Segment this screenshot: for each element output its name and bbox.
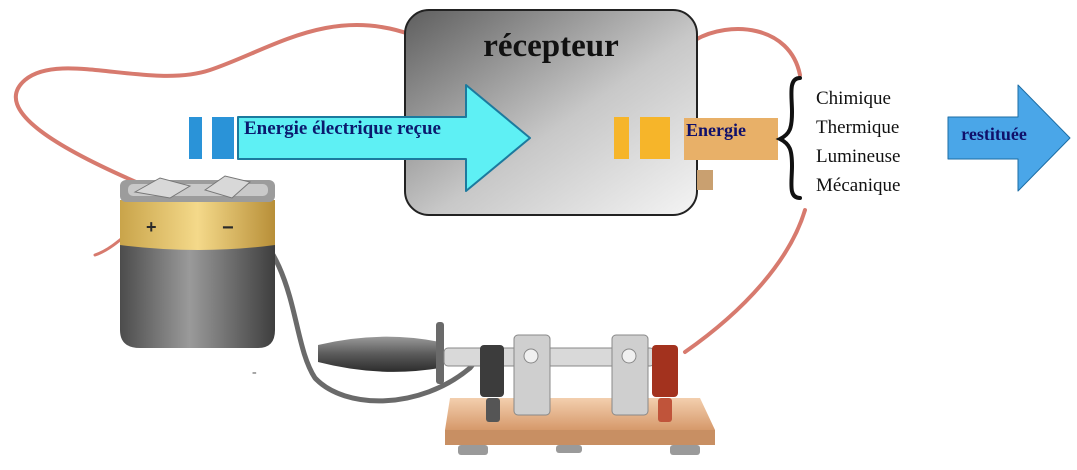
energy-form-thermal: Thermique (816, 117, 900, 138)
wire-red-right (683, 208, 807, 354)
output-bar-1 (614, 117, 629, 159)
energy-block (684, 118, 778, 160)
input-energy-arrow (237, 84, 531, 192)
output-energy-arrow (947, 84, 1071, 192)
battery-plus-label: + (146, 217, 157, 237)
output-bar-2 (640, 117, 670, 159)
input-energy-label: Energie électrique reçue (244, 118, 441, 139)
input-bar-2 (212, 117, 234, 159)
forms-brace (775, 76, 802, 200)
energy-form-mechanical: Mécanique (816, 175, 901, 196)
input-bar-1 (189, 117, 202, 159)
receiver-title: récepteur (483, 28, 619, 64)
wire-red-top (13, 23, 414, 190)
battery: + − (120, 175, 275, 348)
stray-mark: - (252, 365, 257, 380)
energy-form-chemical: Chimique (816, 88, 891, 109)
energy-form-light: Lumineuse (816, 146, 901, 167)
knife-switch (318, 322, 715, 455)
output-energy-label: Energie (686, 120, 746, 140)
wire-red-right-top (693, 27, 802, 77)
restituted-label: restituée (961, 124, 1027, 144)
energy-forms-list: Chimique Thermique Lumineuse Mécanique (816, 84, 900, 200)
battery-minus-label: − (222, 217, 234, 239)
wire-gray (235, 212, 493, 404)
